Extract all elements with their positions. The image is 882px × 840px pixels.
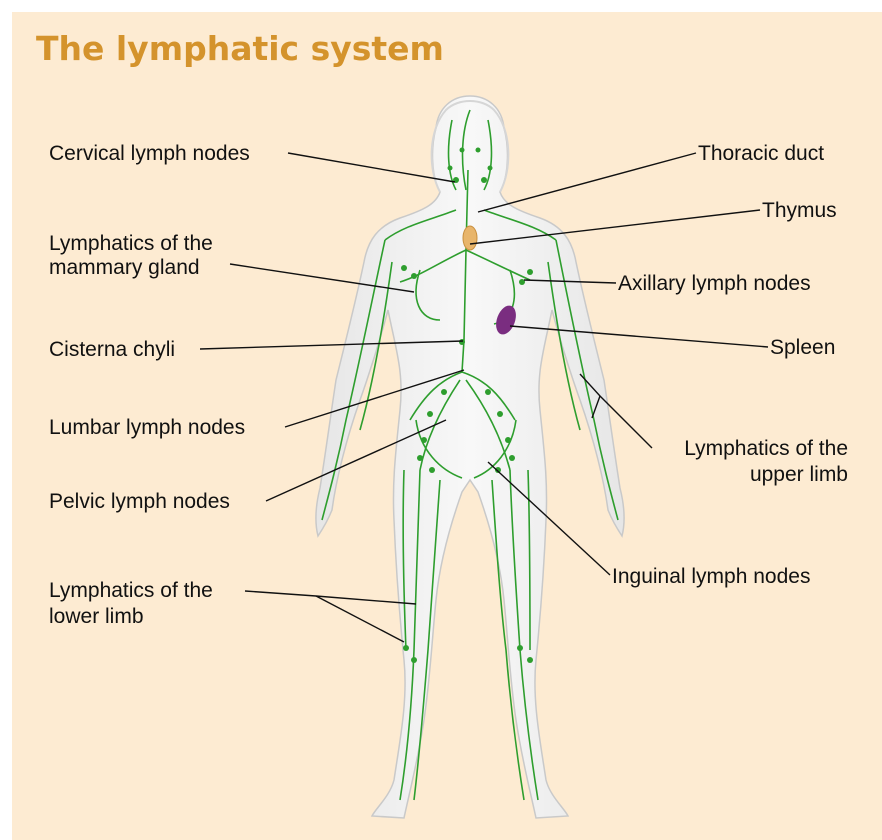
label-pelvic-lymph-nodes: Pelvic lymph nodes: [49, 490, 230, 514]
label-lymphatics-upper-line2: upper limb: [652, 463, 848, 487]
label-cisterna-chyli: Cisterna chyli: [49, 338, 175, 362]
label-lymphatics-mammary-line1: Lymphatics of the: [49, 232, 213, 256]
label-lymphatics-lower-line1: Lymphatics of the: [49, 579, 213, 603]
label-axillary-lymph-nodes: Axillary lymph nodes: [618, 272, 811, 296]
label-lymphatics-upper-line1: Lymphatics of the: [652, 437, 848, 461]
label-cervical-lymph-nodes: Cervical lymph nodes: [49, 142, 250, 166]
label-lymphatics-lower-line2: lower limb: [49, 605, 144, 629]
label-thymus: Thymus: [762, 199, 837, 223]
label-lumbar-lymph-nodes: Lumbar lymph nodes: [49, 416, 245, 440]
label-inguinal-lymph-nodes: Inguinal lymph nodes: [612, 565, 810, 589]
thymus-organ: [463, 226, 477, 250]
label-lymphatics-mammary-line2: mammary gland: [49, 256, 200, 280]
label-thoracic-duct: Thoracic duct: [698, 142, 824, 166]
label-spleen: Spleen: [770, 336, 835, 360]
